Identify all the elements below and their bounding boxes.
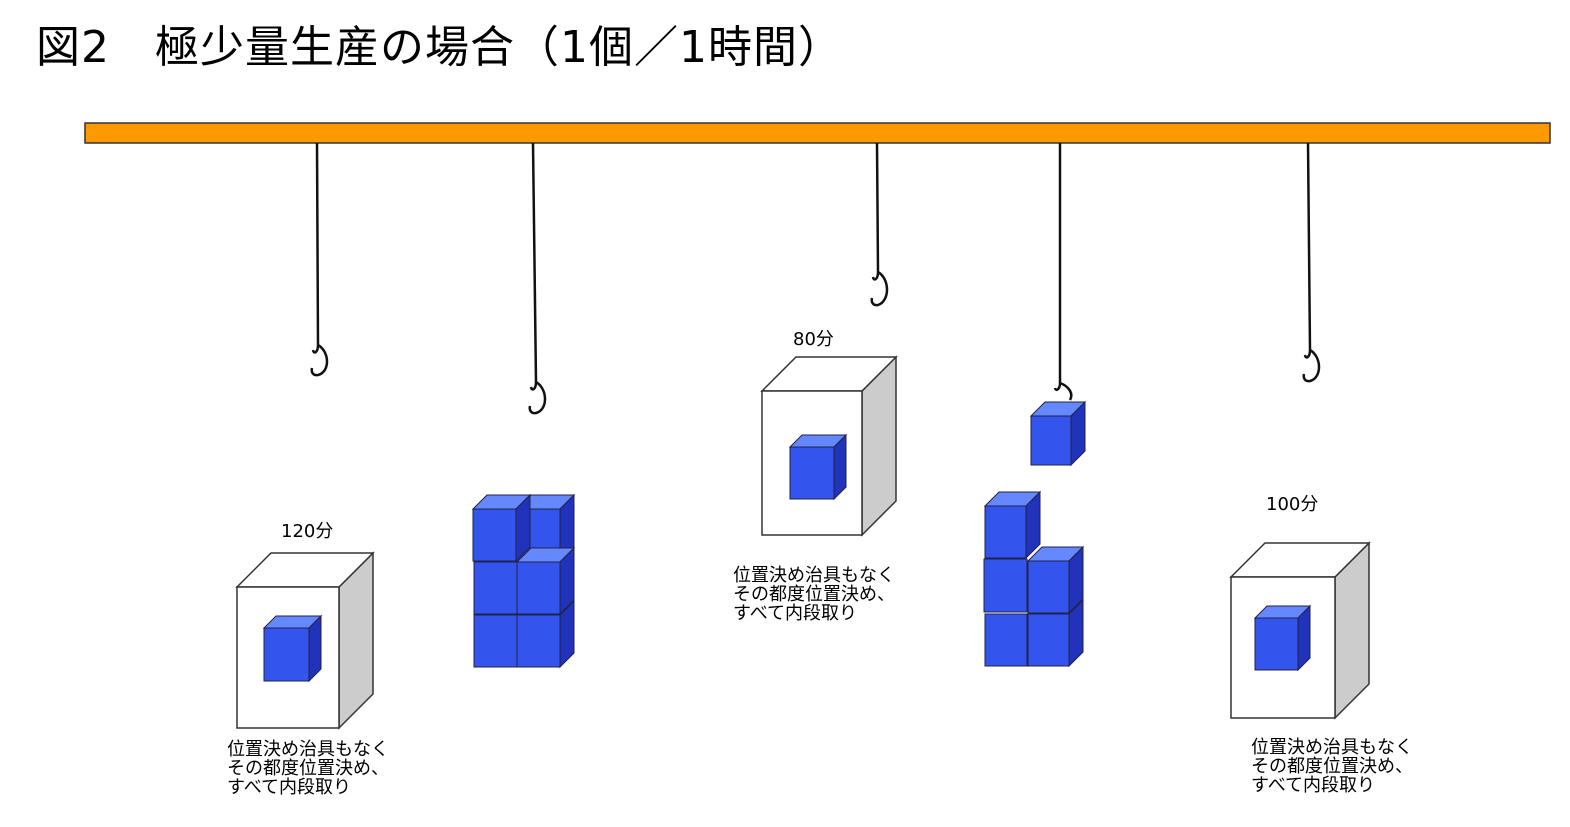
buffer-stack-1 (471, 493, 576, 669)
hook-4 (1053, 143, 1073, 401)
workpiece-cube-1 (262, 614, 323, 683)
stack-1-cube (516, 599, 575, 669)
machine-3-time: 100分 (1266, 494, 1319, 515)
stack-2-cube (984, 613, 1028, 667)
workpiece-cube-2 (788, 433, 848, 501)
figure-title: 図2 極少量生産の場合（1個／1時間） (36, 22, 843, 73)
machine-3-note: 位置決め治具もなく その都度位置決め、 すべて内段取り (1251, 737, 1413, 796)
machine-2-note: 位置決め治具もなく その都度位置決め、 すべて内段取り (733, 565, 895, 624)
stack-1-cube (471, 493, 532, 563)
buffer-stack-2 (983, 490, 1085, 668)
stack-1-cube (515, 546, 576, 616)
workpiece-cube-3 (1253, 604, 1312, 672)
machine-1-note: 位置決め治具もなく その都度位置決め、 すべて内段取り (227, 739, 389, 798)
hook-3 (870, 142, 889, 307)
stack-2-cube (983, 558, 1028, 613)
hook-5 (1302, 142, 1321, 383)
hanging-cube (1029, 400, 1087, 467)
stack-2-cube (1026, 545, 1085, 615)
hook-1 (310, 142, 329, 377)
machine-2-time: 80分 (793, 329, 834, 350)
stack-1-cube (473, 561, 518, 615)
hook-2 (528, 142, 547, 415)
overhead-rail (84, 122, 1551, 144)
machine-1-time: 120分 (281, 521, 334, 542)
stack-2-cube (983, 490, 1042, 560)
stack-1-cube (473, 614, 518, 668)
stack-2-cube (1027, 598, 1084, 668)
